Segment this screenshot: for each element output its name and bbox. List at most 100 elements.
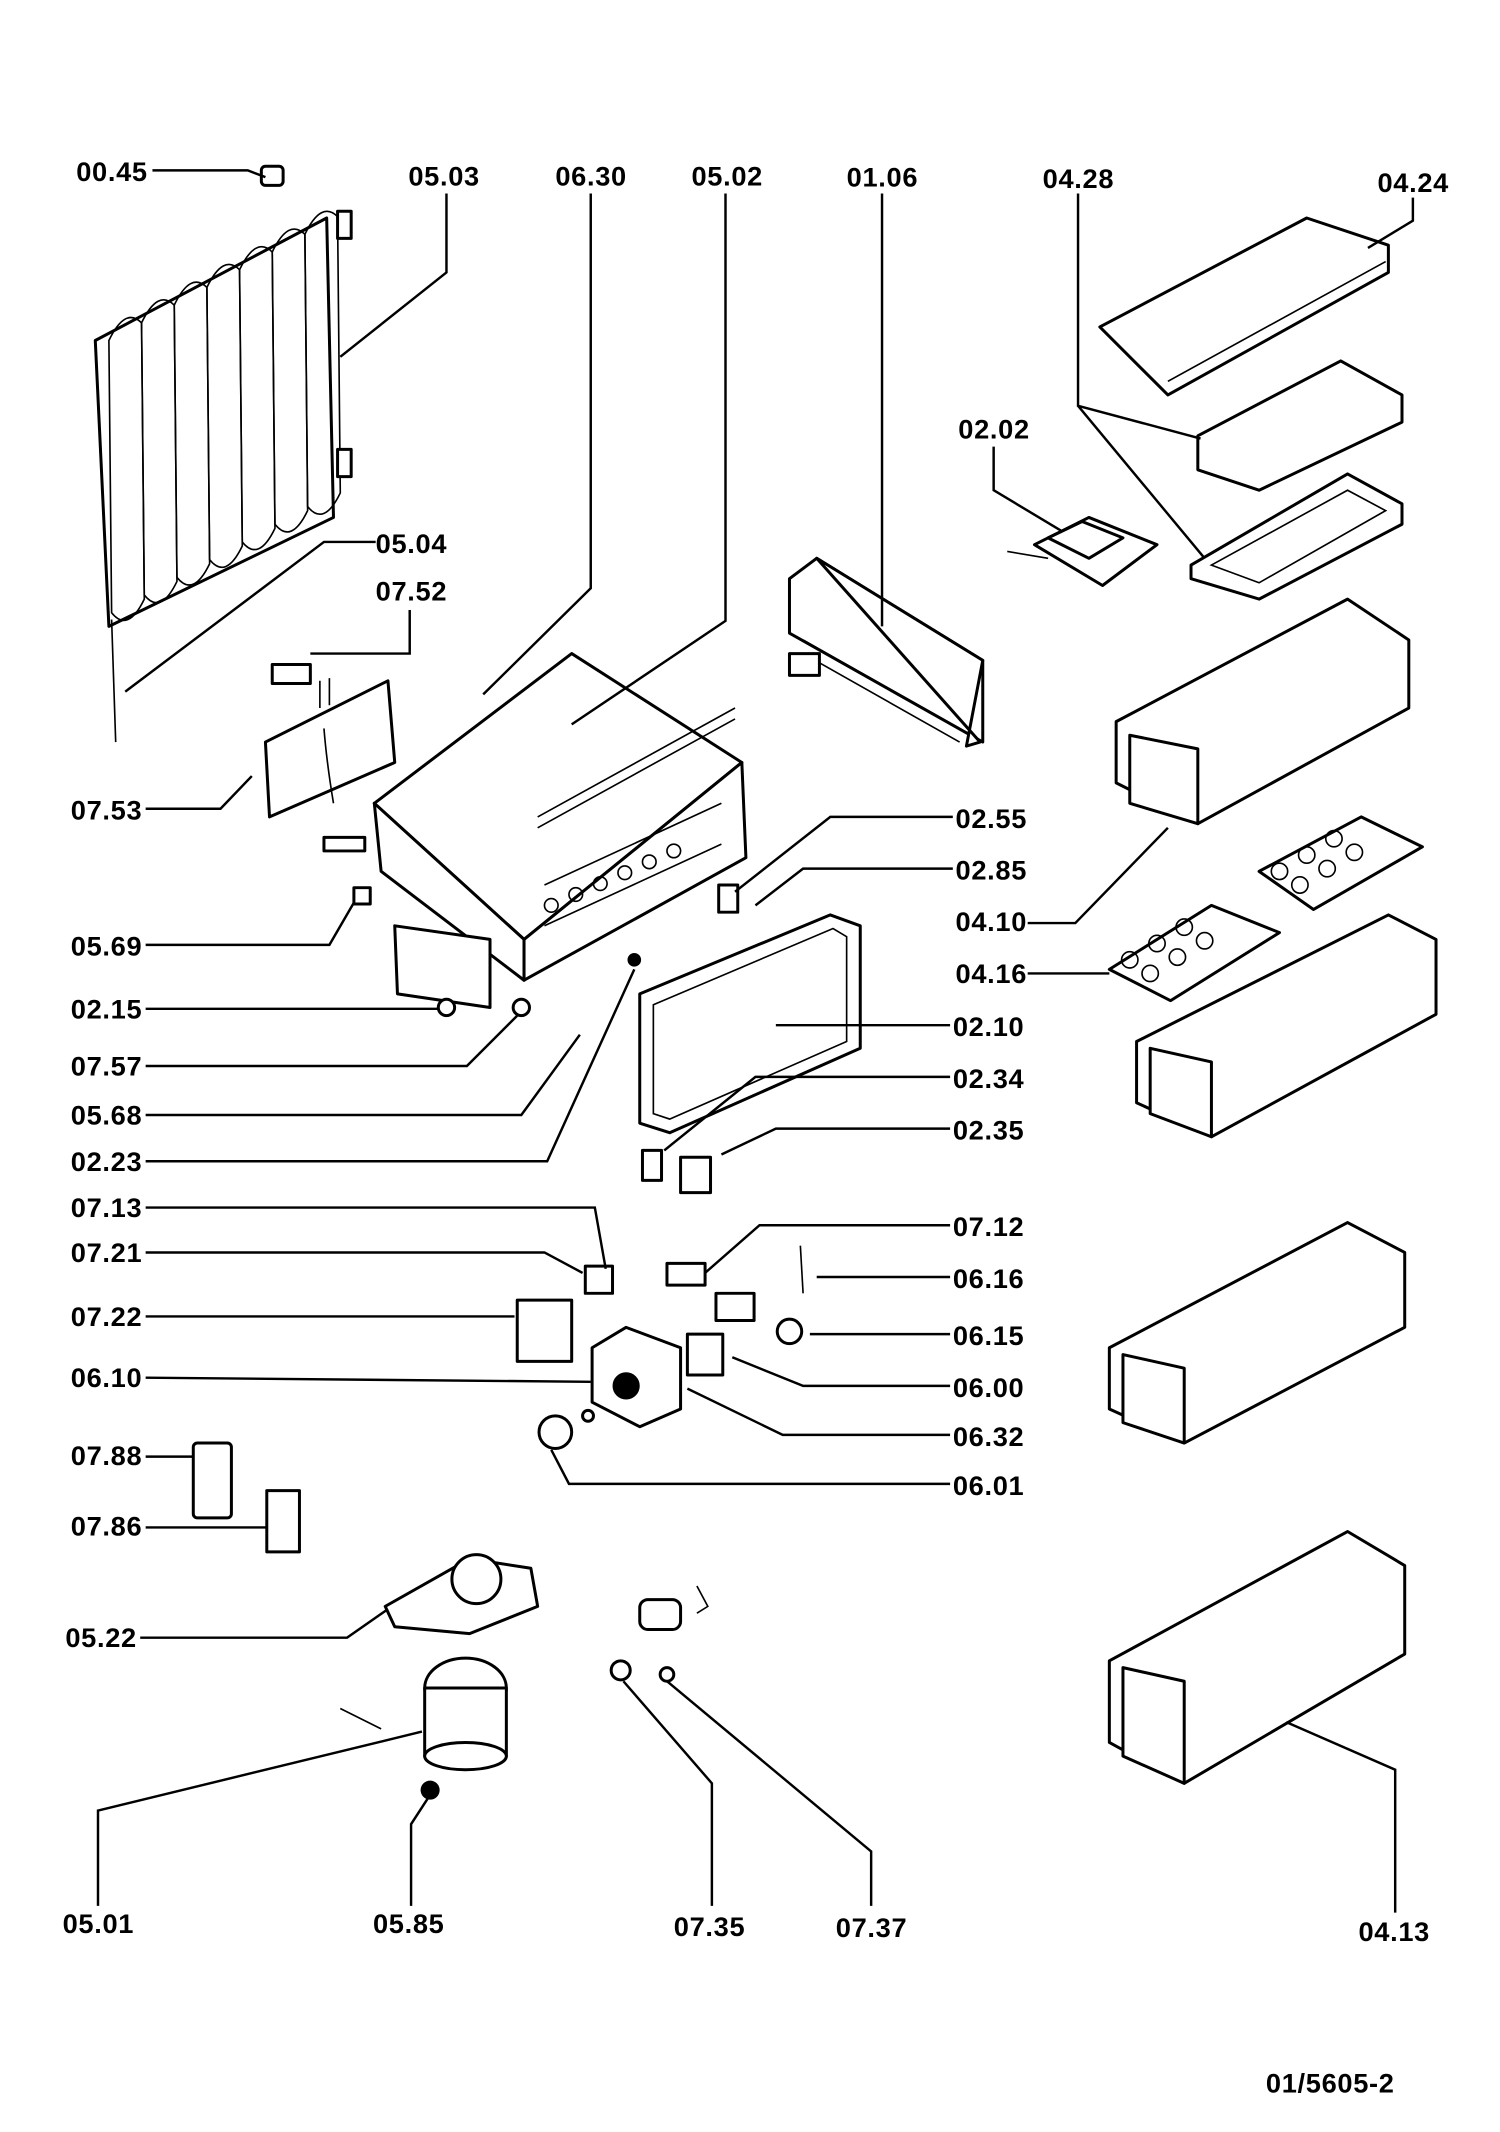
leader-line xyxy=(124,540,376,693)
part-label-07-88: 07.88 xyxy=(71,1440,143,1471)
part-label-05-01: 05.01 xyxy=(63,1908,135,1939)
leader-line xyxy=(666,1680,873,1906)
part-label-07-57: 07.57 xyxy=(71,1051,143,1082)
egg-hole xyxy=(1345,843,1364,862)
small-components xyxy=(191,883,804,1800)
leader-line xyxy=(145,1014,519,1068)
leader-line xyxy=(754,867,953,907)
leader-line xyxy=(571,193,727,726)
door-shelf-cover-part xyxy=(1098,216,1390,397)
part-label-05-85: 05.85 xyxy=(373,1908,445,1939)
leader-line xyxy=(339,193,448,358)
leader-line xyxy=(992,446,1063,533)
leader-line xyxy=(145,1251,584,1274)
leader-line xyxy=(152,169,266,179)
part-label-07-35: 07.35 xyxy=(674,1911,746,1942)
leader-line xyxy=(1027,826,1169,925)
leader-line xyxy=(310,610,411,655)
part-label-02-02: 02.02 xyxy=(958,414,1030,445)
leader-line xyxy=(96,1730,423,1906)
egg-hole xyxy=(1324,829,1343,848)
freezer-compartment-part xyxy=(322,652,748,1009)
control-panel-part xyxy=(787,556,985,748)
condenser-part xyxy=(93,209,353,743)
butter-compartment-lid-part xyxy=(1196,359,1404,492)
leader-line xyxy=(145,1206,607,1270)
condenser-coil xyxy=(206,263,244,569)
egg-hole xyxy=(1270,862,1289,881)
egg-hole xyxy=(1120,950,1139,969)
leader-line xyxy=(145,1376,591,1384)
leader-line xyxy=(145,968,636,1163)
part-label-05-04: 05.04 xyxy=(376,528,448,559)
part-label-07-13: 07.13 xyxy=(71,1192,143,1223)
ice-tray-cell xyxy=(543,897,559,914)
egg-hole xyxy=(1195,931,1214,950)
part-label-07-37: 07.37 xyxy=(836,1912,908,1943)
part-label-01-06: 01.06 xyxy=(847,162,919,193)
part-label-02-15: 02.15 xyxy=(71,993,143,1024)
condenser-coil xyxy=(238,246,276,551)
ice-tray-cell xyxy=(617,865,633,881)
ice-tray-cell xyxy=(641,854,657,870)
part-label-04-10: 04.10 xyxy=(956,906,1028,937)
door-bin-middle-part xyxy=(1135,913,1438,1139)
drawing-number: 01/5605-2 xyxy=(1266,2067,1395,2098)
leader-line xyxy=(140,1608,389,1639)
condenser-coil xyxy=(271,228,309,533)
part-label-05-03: 05.03 xyxy=(408,160,480,191)
leader-line xyxy=(482,193,592,696)
condenser-coil xyxy=(140,299,178,604)
part-label-07-22: 07.22 xyxy=(71,1301,143,1332)
part-label-07-12: 07.12 xyxy=(953,1211,1025,1242)
part-label-04-16: 04.16 xyxy=(956,958,1028,989)
condenser-coil xyxy=(173,281,211,586)
part-label-02-55: 02.55 xyxy=(956,803,1028,834)
part-label-02-23: 02.23 xyxy=(71,1146,143,1177)
part-label-06-32: 06.32 xyxy=(953,1421,1025,1452)
leader-line xyxy=(686,1387,951,1437)
part-label-07-53: 07.53 xyxy=(71,795,143,826)
leader-line xyxy=(550,1449,951,1486)
part-label-06-10: 06.10 xyxy=(71,1362,143,1393)
part-label-05-22: 05.22 xyxy=(65,1622,137,1653)
leader-line xyxy=(720,1127,951,1156)
part-label-06-30: 06.30 xyxy=(555,160,627,191)
leader-line xyxy=(145,1033,581,1117)
part-label-00-45: 00.45 xyxy=(76,156,148,187)
leader-lines xyxy=(96,169,1415,1913)
part-label-05-02: 05.02 xyxy=(691,160,763,191)
part-label-04-13: 04.13 xyxy=(1358,1916,1430,1947)
part-label-07-21: 07.21 xyxy=(71,1237,143,1268)
egg-hole xyxy=(1141,964,1160,983)
part-label-06-16: 06.16 xyxy=(953,1263,1025,1294)
part-label-02-10: 02.10 xyxy=(953,1011,1025,1042)
part-label-07-52: 07.52 xyxy=(376,575,448,606)
leader-line xyxy=(1076,193,1206,560)
part-label-07-86: 07.86 xyxy=(71,1511,143,1542)
egg-hole xyxy=(1318,859,1337,878)
ice-tray-cell xyxy=(592,875,608,892)
egg-hole xyxy=(1297,846,1316,865)
freezer-door-part xyxy=(638,913,862,1135)
leader-line xyxy=(734,815,953,893)
part-label-06-01: 06.01 xyxy=(953,1470,1025,1501)
door-bin-upper-part xyxy=(1114,597,1411,826)
lamp-housing-part xyxy=(1007,515,1159,588)
egg-hole xyxy=(1168,948,1187,967)
egg-hole xyxy=(1175,918,1194,937)
egg-hole xyxy=(1148,934,1166,953)
leader-line xyxy=(1367,197,1415,249)
part-label-02-35: 02.35 xyxy=(953,1115,1025,1146)
part-label-04-24: 04.24 xyxy=(1377,167,1449,198)
part-label-02-34: 02.34 xyxy=(953,1063,1025,1094)
parts-drawings xyxy=(93,164,1438,1800)
heater-plate-part xyxy=(263,662,397,819)
leader-line xyxy=(145,902,355,947)
leader-line xyxy=(1285,1720,1397,1913)
part-label-05-68: 05.68 xyxy=(71,1100,143,1131)
condenser-coil xyxy=(304,210,342,516)
door-bin-lower-part xyxy=(1107,1221,1407,1445)
